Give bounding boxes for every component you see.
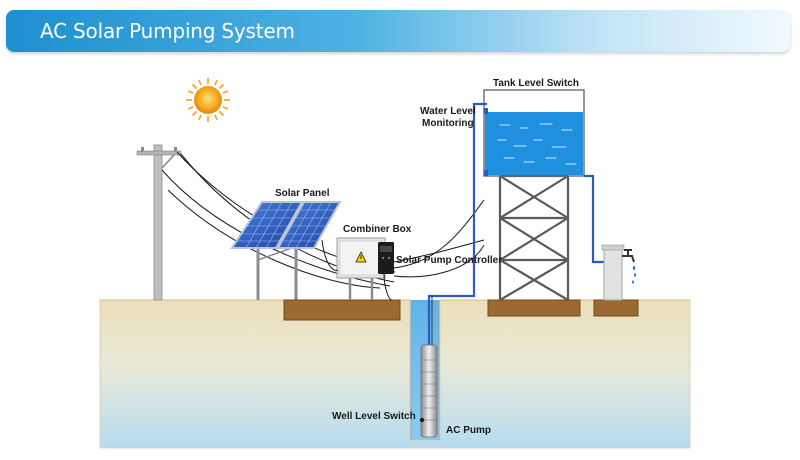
utility-pole <box>136 144 182 301</box>
faucet-icon <box>593 244 639 317</box>
label-combiner-box: Combiner Box <box>343 224 412 235</box>
label-ac-pump: AC Pump <box>446 425 491 436</box>
combiner-box-icon <box>336 237 386 300</box>
sun-icon <box>186 78 230 122</box>
ground <box>99 299 691 449</box>
tank-tower <box>487 174 581 317</box>
label-monitoring: Monitoring <box>422 118 474 129</box>
well-level-sensor <box>419 417 425 423</box>
ac-pump <box>420 344 438 438</box>
control-cables <box>321 199 485 301</box>
water-pipe <box>427 102 604 345</box>
label-water-level: Water Level <box>420 106 476 117</box>
water-tank-icon <box>483 89 585 177</box>
title-banner: AC Solar Pumping System <box>6 10 790 52</box>
solar-panel-icon <box>230 201 342 300</box>
label-solar-panel: Solar Panel <box>275 188 330 199</box>
panel-foundation <box>283 299 401 321</box>
label-tank-level-switch: Tank Level Switch <box>493 78 579 89</box>
label-well-level-switch: Well Level Switch <box>332 411 416 422</box>
label-solar-pump-controller: Solar Pump Controller <box>396 255 502 266</box>
controller-icon <box>378 242 394 274</box>
page-title: AC Solar Pumping System <box>40 19 295 43</box>
